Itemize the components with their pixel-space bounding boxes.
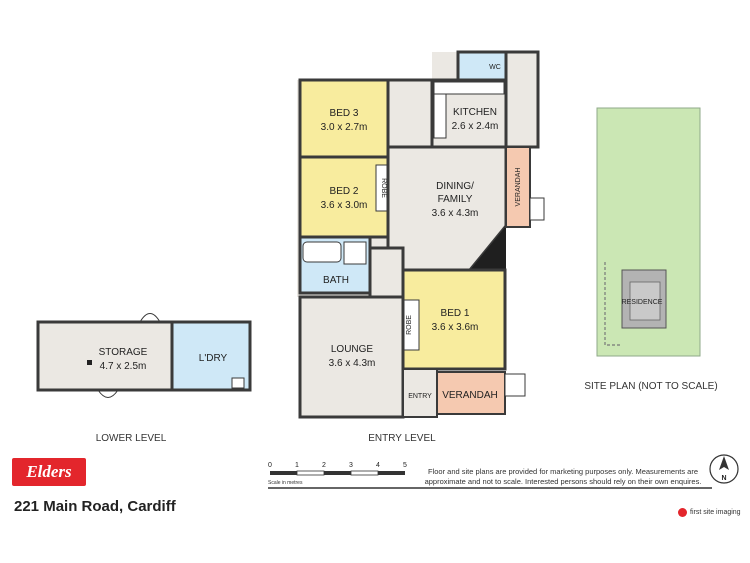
- bed1-label: BED 1: [441, 308, 470, 319]
- compass-needle: [719, 456, 729, 470]
- scale-tick-2: 2: [322, 462, 326, 469]
- kitchen-bench: [433, 81, 505, 95]
- bed2-label: BED 2: [330, 186, 359, 197]
- storage-room: [36, 320, 174, 392]
- scale-tick-5: 5: [403, 462, 407, 469]
- side-verandah-label: VERANDAH: [515, 168, 522, 207]
- scale-tick-3: 3: [349, 462, 353, 469]
- bed3-room: [298, 78, 390, 159]
- bath-label: BATH: [323, 275, 349, 286]
- site-residence-roof: [629, 281, 661, 321]
- scale-tick-0: 0: [268, 462, 272, 469]
- bed2-room: [298, 155, 390, 239]
- brand-logo-icon: [678, 508, 687, 517]
- laundry-label: L'DRY: [199, 353, 228, 364]
- lower-rear-door: [139, 313, 161, 323]
- lounge-size: 3.6 x 4.3m: [329, 358, 376, 369]
- robe-bed2-label: ROBE: [380, 178, 387, 198]
- scale-bar-1: [270, 471, 297, 475]
- front-verandah-steps: [504, 373, 526, 397]
- scale-bar-5: [378, 471, 405, 475]
- kitchen-label: KITCHEN: [453, 107, 497, 118]
- residence-label: RESIDENCE: [622, 299, 663, 306]
- property-address: 221 Main Road, Cardiff: [14, 498, 176, 515]
- bed3-label: BED 3: [330, 108, 359, 119]
- compass-n: N: [721, 475, 726, 482]
- kitchen-bench-side: [433, 93, 447, 139]
- robe-bed1-label: ROBE: [406, 315, 413, 335]
- storage-size: 4.7 x 2.5m: [100, 361, 147, 372]
- bathtub: [302, 241, 342, 263]
- bed3-size: 3.0 x 2.7m: [321, 122, 368, 133]
- compass-icon: [709, 454, 739, 484]
- bed1-size: 3.6 x 3.6m: [432, 322, 479, 333]
- kitchen-size: 2.6 x 2.4m: [452, 121, 499, 132]
- lounge-label: LOUNGE: [331, 344, 374, 355]
- entry-room: [402, 368, 438, 418]
- front-verandah-label: VERANDAH: [442, 390, 498, 401]
- dining-label-2: FAMILY: [438, 194, 473, 205]
- wc-room: [456, 50, 508, 82]
- shower: [343, 241, 367, 265]
- dining-size: 3.6 x 4.3m: [432, 208, 479, 219]
- inner-hall: [368, 246, 405, 299]
- site-driveway: [604, 262, 620, 346]
- elders-logo: Elders: [12, 458, 86, 486]
- dining-label-1: DINING/: [436, 181, 474, 192]
- disclaimer-text: Floor and site plans are provided for ma…: [424, 467, 702, 486]
- lounge-room: [298, 295, 405, 419]
- storage-door: [97, 389, 119, 398]
- side-verandah: [505, 146, 531, 228]
- storage-label: STORAGE: [99, 347, 148, 358]
- site-plan-label: SITE PLAN (NOT TO SCALE): [584, 381, 717, 392]
- wc-label: WC: [489, 64, 501, 71]
- scale-bar-4: [350, 470, 379, 476]
- scale-bar-3: [324, 471, 351, 475]
- scale-caption: Scale in metres: [268, 480, 303, 486]
- scale-tick-1: 1: [295, 462, 299, 469]
- lower-level-label: LOWER LEVEL: [96, 433, 167, 444]
- rear-corridor: [504, 50, 540, 149]
- bed2-size: 3.6 x 3.0m: [321, 200, 368, 211]
- scale-tick-4: 4: [376, 462, 380, 469]
- front-verandah: [436, 371, 506, 415]
- laundry-tub: [231, 377, 245, 389]
- dining-corner-wall: [470, 226, 506, 270]
- brand-name: first site imaging: [690, 509, 741, 516]
- entry-level-label: ENTRY LEVEL: [368, 433, 436, 444]
- scale-bar-2: [296, 470, 325, 476]
- storage-column: [87, 360, 92, 365]
- entry-label: ENTRY: [408, 393, 432, 400]
- side-verandah-steps: [529, 197, 545, 221]
